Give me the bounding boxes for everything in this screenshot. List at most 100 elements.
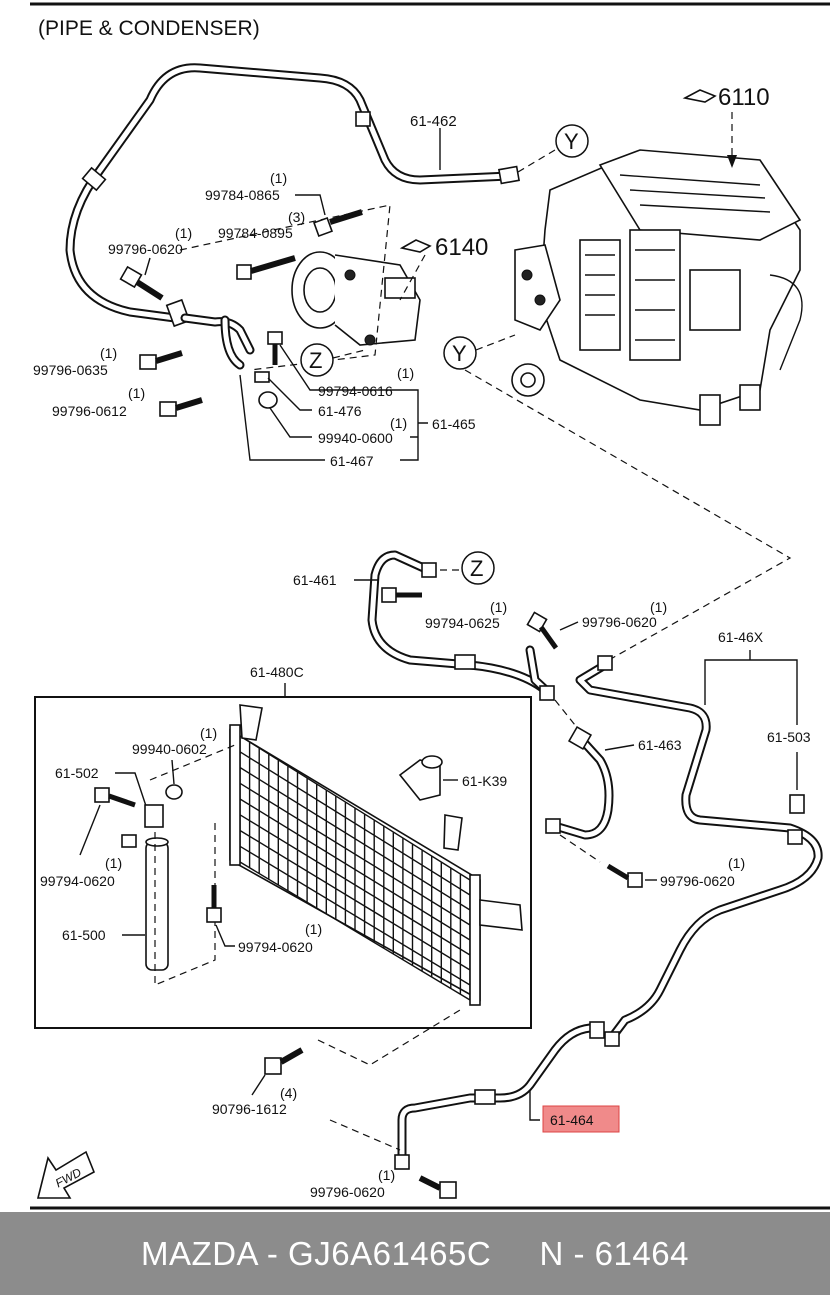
circle-Z-top: Z: [300, 343, 334, 377]
parts-diagram: (PIPE & CONDENSER) 61-462 Y 6110: [30, 2, 830, 1210]
label-61-461: 61-461: [293, 572, 337, 588]
label-99794-0625: 99794-0625: [425, 615, 500, 631]
qty-99794-0616: (1): [397, 365, 414, 381]
footer-part-number: MAZDA - GJ6A61465C N - 61464: [141, 1234, 689, 1272]
leader-99794-0616: [279, 344, 410, 391]
qty-99940-0602: (1): [200, 725, 217, 741]
label-61-500: 61-500: [62, 927, 106, 943]
bolt-99794-0620-mid: [206, 885, 222, 923]
pipe-61-463: [545, 725, 614, 840]
leader-61-467: [239, 374, 325, 461]
dash-6140: [399, 254, 426, 301]
gasket-61-476: [254, 371, 270, 383]
label-90796-1612: 90796-1612: [212, 1101, 287, 1117]
label-99796-0620-top: 99796-0620: [108, 241, 183, 257]
diagram-title: (PIPE & CONDENSER): [38, 17, 260, 40]
label-61-464: 61-464: [550, 1112, 594, 1128]
label-99940-0602: 99940-0602: [132, 741, 207, 757]
label-99796-0620-right: 99796-0620: [660, 873, 735, 889]
qty-99794-0620-mid: (1): [305, 921, 322, 937]
label-99794-0620-left: 99794-0620: [40, 873, 115, 889]
svg-text:Z: Z: [309, 348, 322, 373]
qty-99796-0612: (1): [128, 385, 145, 401]
label-6110: 6110: [718, 84, 770, 111]
label-99784-0895: 99784-0895: [218, 225, 293, 241]
bolt-99796-0620-right: [606, 863, 643, 888]
dash-Y-evap: [475, 334, 516, 351]
qty-99940-0600: (1): [390, 415, 407, 431]
fwd-arrow-icon: FWD: [36, 1150, 96, 1199]
qty-99796-0620-right: (1): [728, 855, 745, 871]
label-6140: 6140: [435, 234, 488, 261]
arrow-6110: [727, 155, 737, 168]
qty-99794-0625: (1): [490, 599, 507, 615]
hose-61-467: [180, 313, 255, 370]
hand-pointer-icon-6140: [399, 239, 432, 253]
leader-99796-0620-mid: [559, 621, 579, 631]
label-61-502: 61-502: [55, 765, 99, 781]
leader-90796-1612: [251, 1074, 266, 1096]
label-99784-0865: 99784-0865: [205, 187, 280, 203]
receiver-61-K39: [398, 755, 443, 801]
qty-99796-0620-top: (1): [175, 225, 192, 241]
label-99796-0620-mid: 99796-0620: [582, 614, 657, 630]
qty-90796-1612: (4): [280, 1085, 297, 1101]
qty-99784-0865: (1): [270, 170, 287, 186]
svg-text:Y: Y: [564, 129, 579, 154]
highlight-61-464: [542, 1105, 620, 1133]
qty-99796-0635: (1): [100, 345, 117, 361]
pipe-61-464: [394, 1021, 605, 1170]
label-61-503: 61-503: [767, 729, 811, 745]
compressor-6140: [291, 251, 421, 346]
qty-99796-0620-mid: (1): [650, 599, 667, 615]
leader-99796-0620-top: [144, 257, 151, 276]
circle-Y-top: Y: [555, 124, 589, 158]
leader-99940-0600: [269, 407, 312, 438]
bolt-90796-1612: [264, 1047, 304, 1075]
bolt-99794-0616: [267, 331, 283, 365]
label-99794-0620-mid: 99794-0620: [238, 939, 313, 955]
hand-pointer-icon-6110: [682, 89, 717, 103]
drier-61-500: [145, 837, 169, 971]
bracket-61-465: [400, 389, 428, 461]
label-61-462: 61-462: [410, 113, 457, 130]
qty-99784-0895: (3): [288, 209, 305, 225]
label-61-46X: 61-46X: [718, 629, 764, 645]
bolt-99794-0625: [381, 587, 422, 603]
label-99796-0620-bottom: 99796-0620: [310, 1184, 385, 1200]
label-99796-0635: 99796-0635: [33, 362, 108, 378]
dash-condenser-bottom: [317, 1009, 461, 1151]
svg-text:Z: Z: [470, 556, 483, 581]
svg-text:Y: Y: [452, 341, 467, 366]
dash-evap-to-pipe: [464, 369, 792, 666]
leader-99784-0865: [295, 194, 326, 216]
label-61-465: 61-465: [432, 416, 476, 432]
bolt-99794-0620-left: [94, 787, 136, 808]
label-99794-0616: 99794-0616: [318, 383, 393, 399]
footer-bar: MAZDA - GJ6A61465C N - 61464: [0, 1212, 830, 1295]
condenser-61-480C: [229, 704, 523, 1006]
leader-99794-0620-left: [79, 804, 101, 856]
nut-99940-0602: [165, 784, 183, 800]
label-99796-0612: 99796-0612: [52, 403, 127, 419]
pipe-61-461: [367, 550, 555, 701]
label-61-467: 61-467: [330, 453, 374, 469]
bolt-99796-0620-bottom: [418, 1175, 457, 1199]
circle-Z-mid: Z: [461, 551, 495, 585]
dash-Z-top: [332, 349, 366, 359]
dash-bolt-right: [559, 834, 601, 863]
circle-Y-evap: Y: [443, 336, 477, 370]
leader-99940-0602: [171, 759, 175, 785]
qty-99794-0620-left: (1): [105, 855, 122, 871]
leader-61-463: [604, 744, 635, 751]
label-61-463: 61-463: [638, 737, 682, 753]
bracket-61-502: [144, 804, 164, 828]
nut-99940-0600: [258, 391, 278, 409]
bolt-99784-0865: [313, 209, 363, 237]
bolt-small-drier: [121, 834, 137, 848]
leader-61-476: [267, 377, 312, 411]
bracket-61-46X: [704, 650, 798, 725]
dash-61-463-top: [554, 699, 576, 726]
bolt-99784-0895: [236, 255, 296, 280]
dash-frame-compressor: [179, 204, 391, 371]
